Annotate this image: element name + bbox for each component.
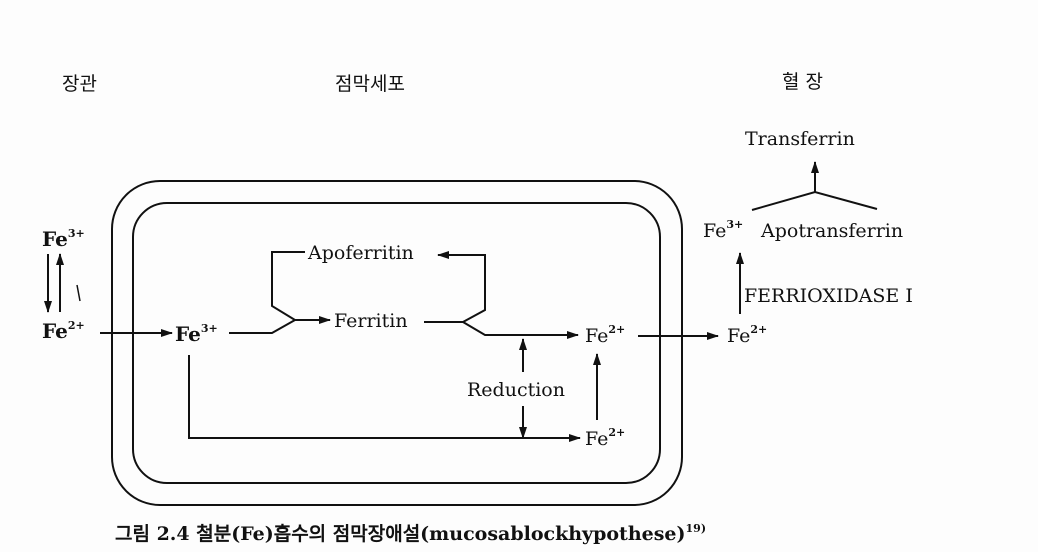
lumen-fe3-label: Fe3+ bbox=[42, 227, 85, 251]
lumen-fe2-label: Fe2+ bbox=[42, 319, 85, 343]
header-plasma: 혈 장 bbox=[782, 71, 823, 93]
apoferritin-recycle-arrow bbox=[437, 251, 486, 323]
reduction-label: Reduction bbox=[467, 379, 565, 401]
tick-mark bbox=[76, 284, 81, 302]
ferritin-to-fe2-arrow bbox=[462, 321, 579, 339]
inner-membrane bbox=[132, 202, 661, 484]
ferrioxidase-label: FERRIOXIDASE Ⅰ bbox=[744, 285, 913, 307]
cell-fe3-label: Fe3+ bbox=[175, 322, 218, 346]
direct-pathway-arrow bbox=[188, 355, 581, 442]
ferritin-label: Ferritin bbox=[334, 310, 408, 332]
outer-membrane bbox=[111, 180, 683, 506]
transferrin-join-line bbox=[751, 190, 878, 211]
header-lumen: 장관 bbox=[62, 73, 97, 95]
transferrin-label: Transferrin bbox=[745, 128, 855, 150]
apoferritin-label: Apoferritin bbox=[307, 242, 414, 264]
fe3-to-ferritin-arrow bbox=[229, 316, 331, 334]
cell-fe2-upper-label: Fe2+ bbox=[585, 323, 625, 347]
plasma-fe2-label: Fe2+ bbox=[727, 323, 767, 347]
cell-fe2-lower-label: Fe2+ bbox=[585, 426, 625, 450]
plasma-fe3-label: Fe3+ bbox=[703, 218, 743, 242]
apotransferrin-label: Apotransferrin bbox=[760, 220, 903, 242]
header-mucosal-cell: 점막세포 bbox=[335, 73, 405, 95]
apoferritin-join-line bbox=[271, 251, 305, 321]
figure-caption: 그림 2.4 철분(Fe)흡수의 점막장애설(mucosablockhypoth… bbox=[115, 522, 706, 545]
